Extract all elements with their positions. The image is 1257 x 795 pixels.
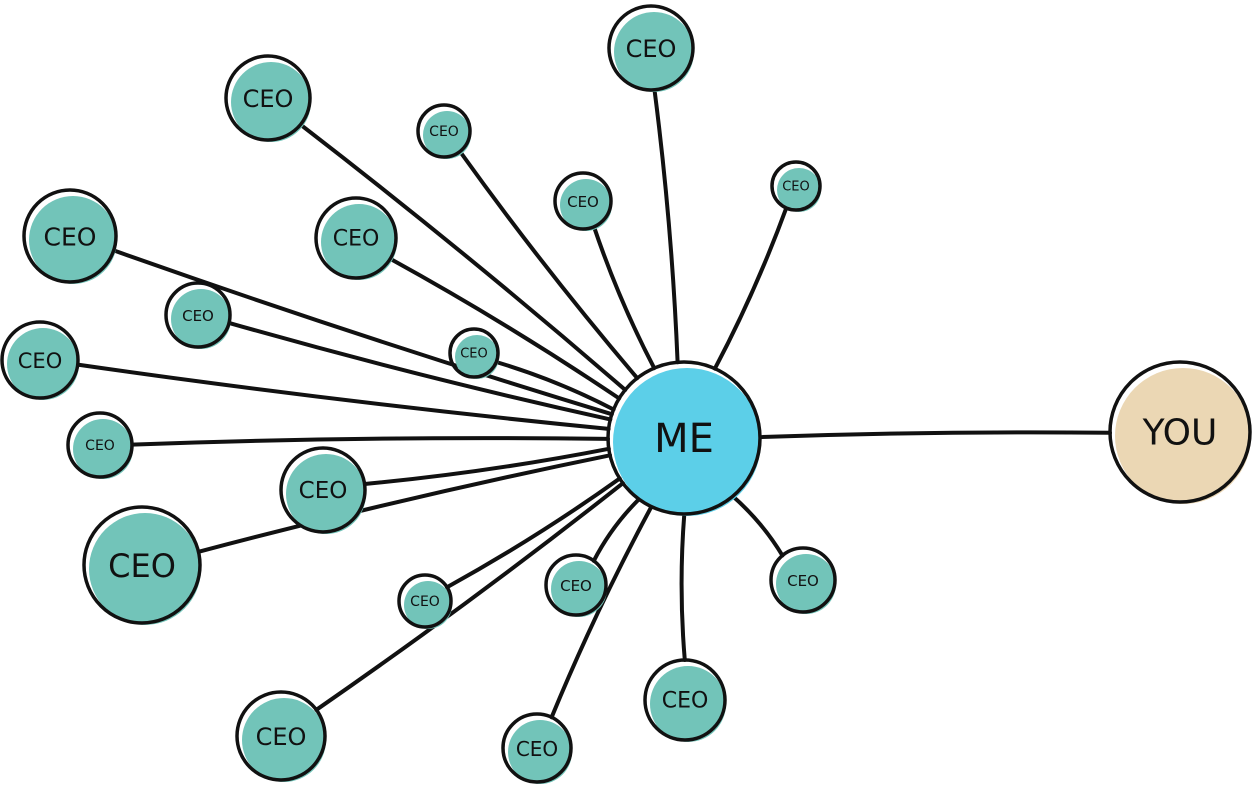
ceo-node-17-label: CEO [662,689,709,714]
ceo-node-14: CEO [397,573,453,629]
edge-ceo-7 [388,256,622,401]
edge-ceo-19 [549,504,654,720]
edge-ceo-8 [227,320,613,422]
ceo-node-16: CEO [769,546,837,614]
edge-ceo-17 [679,512,687,662]
edge-ceo-18 [314,481,625,712]
ceo-node-17: CEO [643,658,727,742]
edge-ceo-1 [298,122,628,392]
ceo-node-12-label: CEO [299,478,348,504]
ceo-node-6-label: CEO [44,223,97,252]
edge-me-you [758,430,1112,440]
edge-ceo-4 [592,224,657,371]
ceo-node-5: CEO [770,160,822,212]
ceo-node-13-label: CEO [108,547,176,585]
edge-ceo-16 [730,494,785,558]
ceo-node-3: CEO [607,4,695,92]
ceo-node-18-label: CEO [256,723,307,751]
ceo-node-11: CEO [66,411,134,479]
me-node: ME [606,360,762,516]
edge-ceo-3 [652,87,680,365]
edge-ceo-2 [458,149,640,381]
ceo-node-7: CEO [314,196,398,280]
ceo-node-15-label: CEO [560,577,592,595]
connection-lines [75,87,1112,720]
ceo-node-9-label: CEO [460,347,488,362]
edge-ceo-11 [130,436,610,447]
you-node-label: YOU [1142,413,1218,454]
ceo-node-7-label: CEO [333,227,380,252]
ceo-node-1: CEO [224,54,312,142]
ceo-node-11-label: CEO [85,438,115,454]
edge-ceo-13 [196,453,612,554]
edge-ceo-14 [445,476,622,590]
me-node-label: ME [654,416,714,462]
ceo-node-8: CEO [164,281,232,349]
ceo-node-14-label: CEO [410,594,440,610]
ceo-node-2-label: CEO [429,124,459,140]
ceo-node-9: CEO [448,327,500,379]
you-node: YOU [1108,360,1252,504]
edge-ceo-15 [591,497,641,563]
ceo-node-12: CEO [279,446,367,534]
ceo-node-13: CEO [82,505,202,625]
ceo-node-10-label: CEO [18,349,62,373]
ceo-node-4-label: CEO [567,193,599,211]
ceo-node-3-label: CEO [626,35,677,63]
ceo-node-19: CEO [501,712,573,784]
ceo-node-8-label: CEO [182,307,214,325]
ceo-node-18: CEO [235,690,327,782]
edge-ceo-5 [712,205,789,371]
edge-ceo-9 [494,360,616,412]
edge-ceo-6 [111,248,614,417]
ceo-node-10: CEO [0,320,80,400]
ceo-node-1-label: CEO [243,85,294,113]
ceo-node-19-label: CEO [516,737,558,761]
ceo-node-6: CEO [22,188,118,284]
ceo-node-2: CEO [416,103,472,159]
nodes-layer: CEO CEO CEO CEO CEO CEO CEO CEO CEO CEO CEO CEO CEO C… [0,4,1252,784]
ceo-node-16-label: CEO [787,572,819,590]
edge-ceo-12 [362,446,611,486]
ceo-node-4: CEO [553,171,613,231]
ceo-node-5-label: CEO [782,180,810,195]
ceo-node-15: CEO [544,553,608,617]
edge-ceo-10 [75,362,611,431]
